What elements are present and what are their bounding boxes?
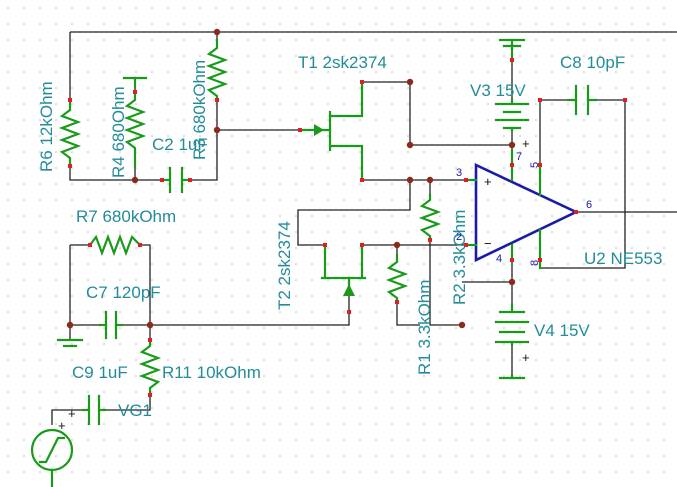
pin-3: 3 [456,167,462,179]
junction-dots [66,28,516,329]
pin-5: 5 [529,162,541,168]
capacitor-c7[interactable] [98,310,124,340]
label-r3: R3 680kOhm [190,60,209,160]
battery-v4[interactable] [494,303,530,347]
polarity-signs: + − + + + + [58,136,530,433]
resistor-r11[interactable] [138,338,162,397]
v3-plus-sign: + [522,136,530,151]
label-r4: R4 680Ohm [109,86,128,178]
label-c9: C9 1uF [72,363,128,382]
pin-4: 4 [496,253,502,265]
label-t2: T2 2sk2374 [275,221,294,310]
resistor-r2[interactable] [418,193,442,242]
label-t1: T1 2sk2374 [298,53,387,72]
resistor-r1[interactable] [385,253,409,302]
pin-7: 7 [516,151,522,163]
opamp-minus-sign: − [484,236,492,251]
label-r1: R1 3.3kOhm [415,280,434,375]
label-v3: V3 15V [470,81,526,100]
transistor-t1[interactable] [298,80,364,182]
component-labels: R6 12kOhm R4 680Ohm R3 680kOhm C2 1uF T1… [37,53,662,420]
label-c8: C8 10pF [560,53,625,72]
label-r2: R2 3.3kOhm [450,210,469,305]
label-v4: V4 15V [534,321,590,340]
label-r11: R11 10kOhm [162,363,261,382]
resistor-r4[interactable] [123,90,147,168]
capacitor-c8[interactable] [566,84,598,116]
v4-plus-sign: + [522,350,530,365]
signal-generator-vg1[interactable] [30,428,74,487]
ground-v3 [498,38,526,62]
vg1-plus-sign: + [58,418,66,433]
label-r7: R7 680kOhm [76,207,176,226]
opamp-plus-sign: + [484,174,492,189]
c9-plus-sign: + [68,406,76,421]
capacitor-c9[interactable] [81,394,107,426]
ground-v4 [498,373,526,380]
label-c7: C7 120pF [86,283,161,302]
label-c2: C2 1uF [152,135,208,154]
pin-2: 2 [456,231,462,243]
resistor-r3[interactable] [205,38,229,102]
resistor-r6[interactable] [58,98,82,168]
label-r6: R6 12kOhm [37,81,56,172]
battery-v3[interactable] [494,98,530,132]
pin-6: 6 [586,199,592,211]
ground-left [56,338,84,348]
label-u2: U2 NE553 [584,249,662,268]
transistor-t2[interactable] [320,243,367,296]
terminal-marks [68,58,627,397]
pin-numbers: 7 5 3 2 6 4 8 [456,151,592,266]
ground-r4 [122,76,148,88]
resistor-r7[interactable] [88,233,142,257]
label-vg1: VG1 [118,401,152,420]
pin-8: 8 [529,260,541,266]
